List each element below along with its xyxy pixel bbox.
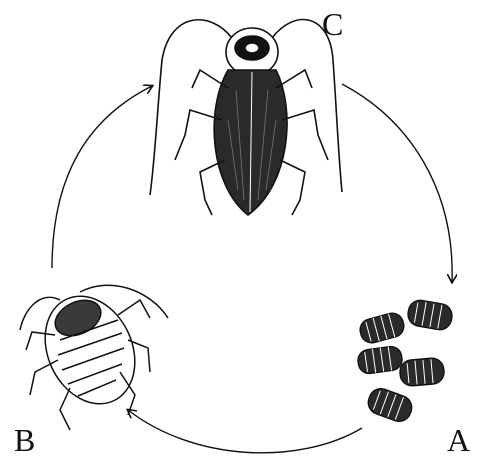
- ootheca-icon: [357, 298, 454, 424]
- adult-cockroach-icon: [150, 20, 342, 215]
- stage-label-b: B: [14, 424, 35, 456]
- arrow-b-to-c: [52, 86, 152, 268]
- nymph-cockroach-icon: [20, 281, 168, 430]
- stage-label-a: A: [447, 424, 470, 456]
- arrow-a-to-b: [128, 410, 362, 453]
- stage-label-c: C: [322, 8, 343, 40]
- arrow-c-to-a: [342, 84, 452, 282]
